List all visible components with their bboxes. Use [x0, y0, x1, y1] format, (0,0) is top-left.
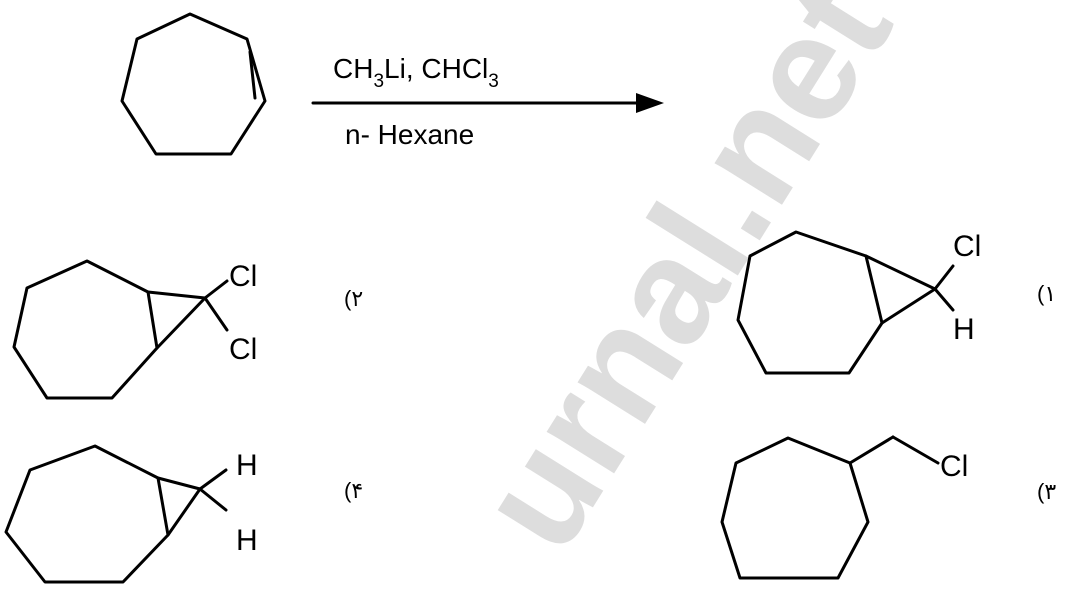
- option-1-number: (١: [1037, 281, 1056, 306]
- reagents-label: CH3Li, CHCl3: [333, 53, 499, 92]
- option-3-structure: Cl: [720, 435, 968, 580]
- cyclopropane-bond: [880, 287, 937, 325]
- atom-label: Cl: [940, 450, 968, 483]
- substituent-bond: [203, 296, 229, 332]
- option-4-structure: H H: [4, 444, 258, 584]
- chloro-bond: [891, 435, 940, 465]
- cyclopropane-bond: [155, 296, 207, 350]
- option-1-structure: Cl H: [736, 230, 981, 375]
- substituent-bond: [933, 287, 955, 312]
- atom-label: Cl: [229, 333, 257, 366]
- atom-label: H: [236, 449, 258, 482]
- cycloheptene-ring: [120, 12, 267, 156]
- substituent-bond: [933, 264, 955, 291]
- methylene-bond: [848, 435, 895, 465]
- watermark: urnal.net: [445, 0, 923, 577]
- option-4-number: (۴: [344, 478, 363, 503]
- cyclopropane-bond: [166, 487, 202, 537]
- substituent-bond: [203, 279, 229, 300]
- substituent-bond: [198, 487, 228, 512]
- option-3-number: (٣: [1037, 479, 1056, 504]
- option-1-ring: [736, 230, 884, 375]
- atom-label: H: [953, 313, 975, 346]
- atom-label: H: [236, 524, 258, 557]
- option-4-ring: [4, 444, 170, 584]
- double-bond-line: [248, 50, 257, 100]
- solvent-label: n- Hexane: [345, 119, 474, 150]
- arrow-head: [636, 93, 664, 113]
- option-2-structure: Cl Cl: [12, 259, 257, 400]
- cyclopropane-bond: [864, 254, 937, 291]
- substituent-bond: [198, 468, 228, 491]
- option-3-ring: [720, 436, 870, 580]
- atom-label: Cl: [229, 260, 257, 293]
- option-2-number: (٢: [344, 286, 363, 311]
- atom-label: Cl: [953, 230, 981, 263]
- reaction-arrow: [311, 93, 664, 113]
- cycloheptene-reactant: [120, 12, 267, 156]
- option-2-ring: [12, 259, 159, 400]
- cyclopropane-bond: [156, 476, 202, 491]
- cyclopropane-bond: [146, 290, 207, 300]
